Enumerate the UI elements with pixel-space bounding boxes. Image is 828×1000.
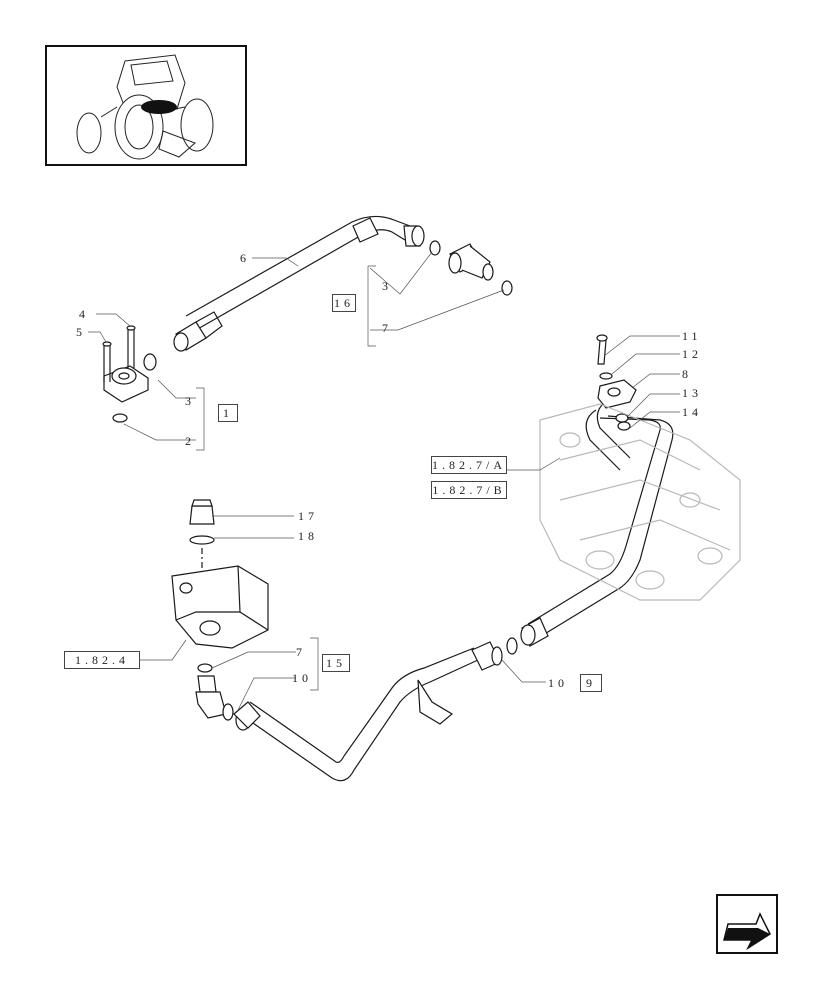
callout-11: 11 (682, 329, 702, 343)
pipe-lower-long (233, 399, 674, 782)
callout-7-top: 7 (382, 321, 392, 335)
callout-6: 6 (240, 251, 250, 265)
flange-assembly-right (596, 334, 637, 431)
next-page-button[interactable] (716, 894, 778, 954)
callout-14: 14 (682, 405, 702, 419)
ref-box-15[interactable]: 15 (322, 654, 350, 672)
ref-box-1-82-7-a[interactable]: 1.82.7/A (431, 456, 507, 474)
next-page-arrow-icon (723, 912, 771, 951)
callout-12: 12 (682, 347, 702, 361)
callout-5: 5 (76, 325, 86, 339)
ref-box-16[interactable]: 16 (332, 294, 356, 312)
leader-lines (88, 251, 680, 711)
ref-box-9[interactable]: 9 (580, 674, 602, 692)
callout-13: 13 (682, 386, 702, 400)
o-ring-part-7-top (501, 280, 513, 296)
tractor-icon (76, 54, 214, 160)
ref-box-1-82-4[interactable]: 1.82.4 (64, 651, 140, 669)
elbow-fitting-part-15 (195, 663, 234, 721)
callout-10-right: 10 (548, 676, 568, 690)
adaptor-part-16 (448, 243, 494, 281)
o-ring-part-3-top (429, 240, 441, 256)
valve-body-ref (171, 565, 269, 649)
control-valve-block-ghost (539, 403, 741, 601)
callout-7-bottom: 7 (296, 645, 306, 659)
flange-assembly-left (102, 325, 157, 423)
callout-2: 2 (185, 434, 195, 448)
callout-3-top: 3 (382, 279, 392, 293)
pipe-part-6 (173, 215, 425, 352)
callout-17: 17 (298, 509, 318, 523)
tractor-location-thumbnail (45, 45, 247, 166)
callout-8: 8 (682, 367, 692, 381)
callout-4: 4 (79, 307, 89, 321)
callout-18: 18 (298, 529, 318, 543)
ref-box-1[interactable]: 1 (218, 404, 238, 422)
callout-3-left: 3 (185, 394, 195, 408)
plug-part-17 (189, 499, 215, 600)
ref-box-1-82-7-b[interactable]: 1.82.7/B (431, 481, 507, 499)
callout-10-left: 10 (292, 671, 312, 685)
